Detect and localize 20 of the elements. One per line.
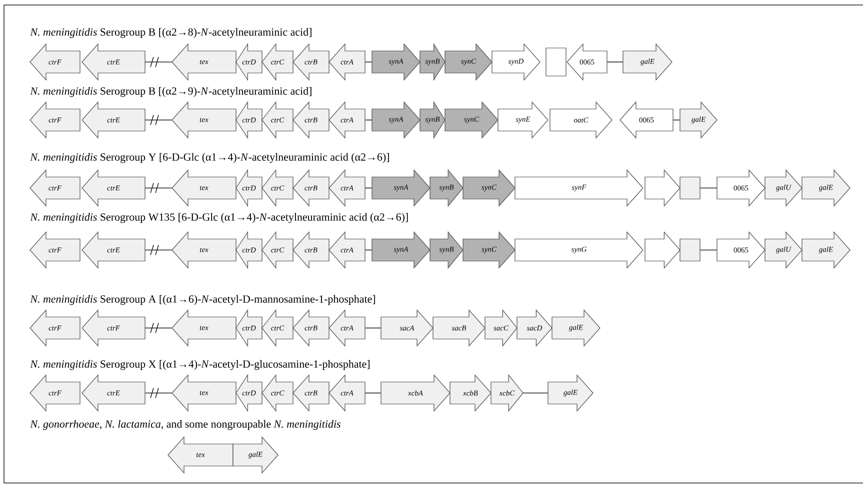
connecting-line bbox=[144, 244, 172, 256]
row-heading: N. meningitidis Serogroup X [(α1→4)-N-acetyl-D-glucosamine-1-phosphate] bbox=[30, 360, 370, 370]
gene-box bbox=[680, 176, 700, 200]
connecting-line bbox=[144, 182, 172, 194]
connecting-line bbox=[522, 392, 548, 394]
row-heading: N. meningitidis Serogroup B [(α2→8)-N-acetylneuraminic acid] bbox=[30, 28, 312, 38]
row-heading: N. gonorrhoeae, N. lactamica, and some nongroupable N. meningitidis bbox=[30, 420, 340, 430]
gene-block bbox=[644, 231, 680, 269]
gene-block bbox=[644, 169, 680, 207]
row-heading: N. meningitidis Serogroup Y [6-D-Glc (α1→4)-N-acetylneuraminic acid (α2→6)] bbox=[30, 153, 389, 163]
connecting-line bbox=[144, 322, 172, 334]
row-heading: N. meningitidis Serogroup B [(α2→9)-N-acetylneuraminic acid] bbox=[30, 87, 312, 97]
connecting-line bbox=[144, 388, 172, 398]
gene-box bbox=[546, 48, 566, 76]
gene-box bbox=[680, 238, 700, 262]
connecting-line bbox=[144, 114, 172, 126]
connecting-line bbox=[364, 392, 382, 394]
row-heading: N. meningitidis Serogroup A [(α1→6)-N-acetyl-D-mannosamine-1-phosphate] bbox=[30, 295, 375, 305]
row-heading: N. meningitidis Serogroup W135 [6-D-Glc (α1→4)-N-acetylneuraminic acid (α2→6)] bbox=[30, 213, 408, 223]
connecting-line bbox=[144, 56, 172, 68]
